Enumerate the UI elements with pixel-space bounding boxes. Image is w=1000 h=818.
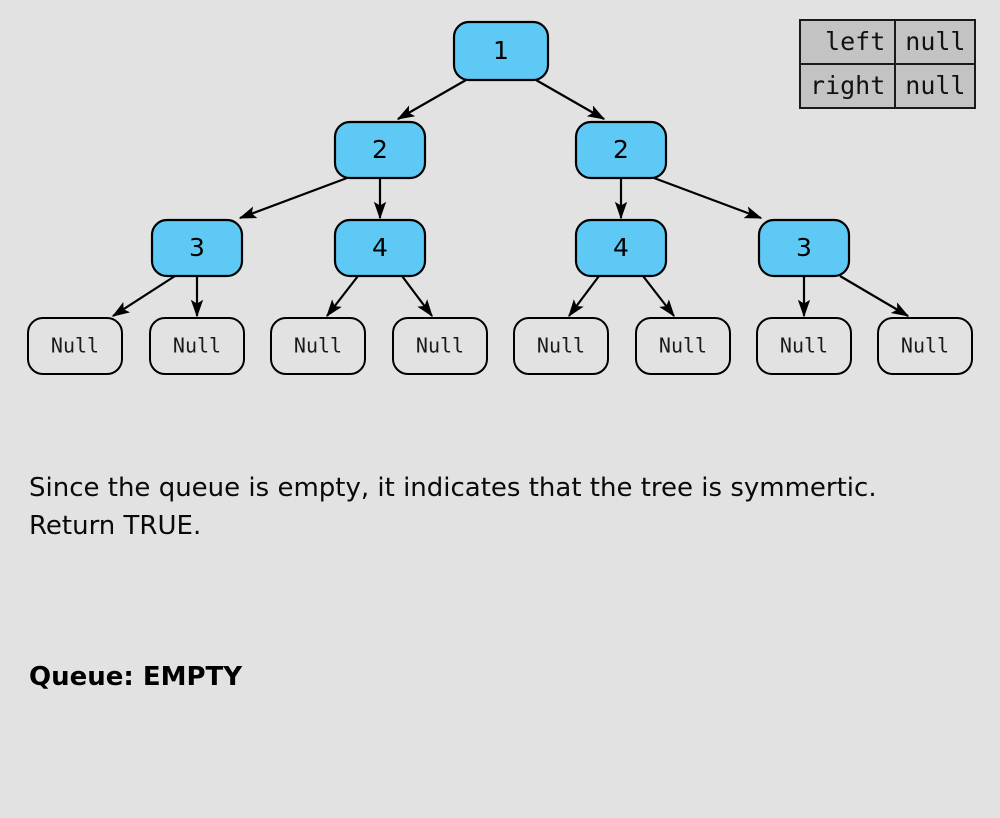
node-shape <box>150 218 244 278</box>
node-shape <box>333 120 427 180</box>
tree-node-r2b[interactable]: 3 <box>757 218 851 278</box>
tree-edge-r2b-to-n8 <box>839 275 910 317</box>
node-label: Null <box>173 334 221 358</box>
node-label: 3 <box>796 233 812 262</box>
tree-edge-l2b-to-n3 <box>326 275 359 318</box>
tree-node-n7[interactable]: Null <box>756 317 852 375</box>
tree-node-l1[interactable]: 2 <box>333 120 427 180</box>
node-label: Null <box>780 334 828 358</box>
tree-edge-r1-to-r2b <box>653 176 763 220</box>
node-label: 4 <box>372 233 388 262</box>
state-table-value: null <box>894 63 977 109</box>
node-label: Null <box>537 334 585 358</box>
tree-node-l2b[interactable]: 4 <box>333 218 427 278</box>
tree-node-n6[interactable]: Null <box>635 317 731 375</box>
node-shape <box>574 120 668 180</box>
tree-edge-r2b-to-n6 <box>642 275 675 318</box>
node-shape <box>27 317 123 375</box>
narration-line-2: Return TRUE. <box>29 510 202 541</box>
tree-node-n4[interactable]: Null <box>392 317 488 375</box>
node-label: Null <box>901 334 949 358</box>
narration-line-1: Since the queue is empty, it indicates t… <box>29 473 877 503</box>
narration-text: Since the queue is empty, it indicates t… <box>29 470 979 546</box>
tree-edge-r2a-to-n5 <box>568 275 600 318</box>
tree-node-n3[interactable]: Null <box>270 317 366 375</box>
node-shape <box>513 317 609 375</box>
node-label: Null <box>659 334 707 358</box>
node-label: Null <box>51 334 99 358</box>
node-shape <box>452 20 550 82</box>
node-shape <box>392 317 488 375</box>
node-shape <box>757 218 851 278</box>
tree-edge-l2a-to-n1 <box>111 275 176 317</box>
tree-node-n1[interactable]: Null <box>27 317 123 375</box>
tree-node-r1[interactable]: 2 <box>574 120 668 180</box>
tree-node-l2a[interactable]: 3 <box>150 218 244 278</box>
node-label: 3 <box>189 233 205 262</box>
node-shape <box>635 317 731 375</box>
node-shape <box>756 317 852 375</box>
state-table-key: left <box>798 19 897 65</box>
tree-edge-root-to-r1 <box>535 79 606 120</box>
node-shape <box>333 218 427 278</box>
tree-node-n2[interactable]: Null <box>149 317 245 375</box>
tree-node-n8[interactable]: Null <box>877 317 973 375</box>
state-table-value: null <box>894 19 977 65</box>
tree-node-n5[interactable]: Null <box>513 317 609 375</box>
tree-node-r2a[interactable]: 4 <box>574 218 668 278</box>
state-table-key: right <box>798 63 897 109</box>
tree-edge-l1-to-l2a <box>238 176 348 220</box>
tree-edge-l2b-to-n4 <box>401 275 433 318</box>
node-label: 2 <box>372 135 388 164</box>
queue-status: Queue: EMPTY <box>29 662 243 692</box>
tree-edge-root-to-l1 <box>396 79 467 120</box>
node-label: 4 <box>613 233 629 262</box>
node-label: 1 <box>493 36 509 65</box>
node-shape <box>877 317 973 375</box>
node-label: 2 <box>613 135 629 164</box>
node-label: Null <box>294 334 342 358</box>
node-label: Null <box>416 334 464 358</box>
node-shape <box>574 218 668 278</box>
node-shape <box>270 317 366 375</box>
node-shape <box>149 317 245 375</box>
tree-edges <box>111 79 910 318</box>
tree-node-root[interactable]: 1 <box>452 20 550 82</box>
